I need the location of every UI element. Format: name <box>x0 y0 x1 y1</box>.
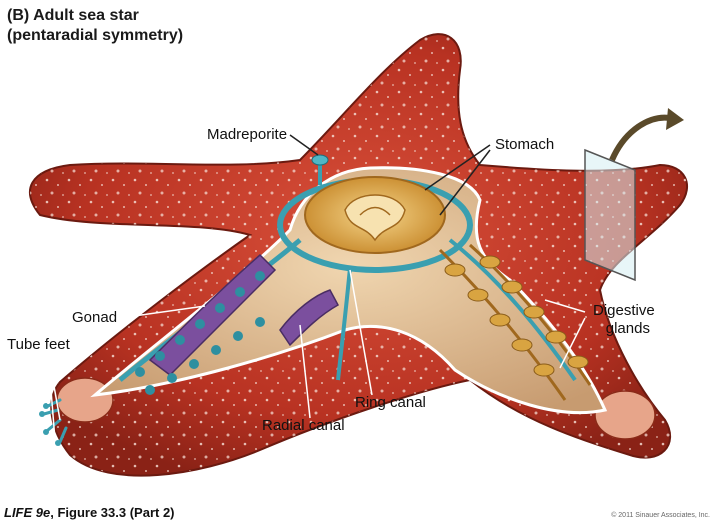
caption-figure: , Figure 33.3 (Part 2) <box>50 505 175 520</box>
label-ring-canal: Ring canal <box>355 394 426 411</box>
label-radial-canal: Radial canal <box>262 417 345 434</box>
label-gonad: Gonad <box>72 309 118 326</box>
figure-caption: LIFE 9e, Figure 33.3 (Part 2) <box>4 505 175 520</box>
digestive-glands <box>438 243 592 401</box>
label-tube-feet: Tube feet <box>7 336 70 353</box>
stomach <box>304 176 446 254</box>
tube-feet <box>39 398 68 446</box>
figure-title-line2: (pentaradial symmetry) <box>7 27 184 44</box>
section-plane-arrow <box>584 108 684 282</box>
tube-feet-ampullae <box>135 271 265 395</box>
figure-title: (B) Adult sea star (pentaradial symmetry… <box>7 6 183 46</box>
copyright-notice: © 2011 Sinauer Associates, Inc. <box>611 512 710 519</box>
label-madreporite: Madreporite <box>207 126 288 143</box>
label-stomach: Stomach <box>495 136 555 153</box>
label-digestive-glands-line2: glands <box>605 320 650 337</box>
caption-book: LIFE 9e <box>4 505 51 520</box>
label-digestive-glands-line1: Digestive <box>593 302 655 319</box>
figure-title-line1: (B) Adult sea star <box>7 7 139 24</box>
leader-lines <box>47 134 586 441</box>
label-digestive-glands: Digestive glands <box>593 302 655 338</box>
